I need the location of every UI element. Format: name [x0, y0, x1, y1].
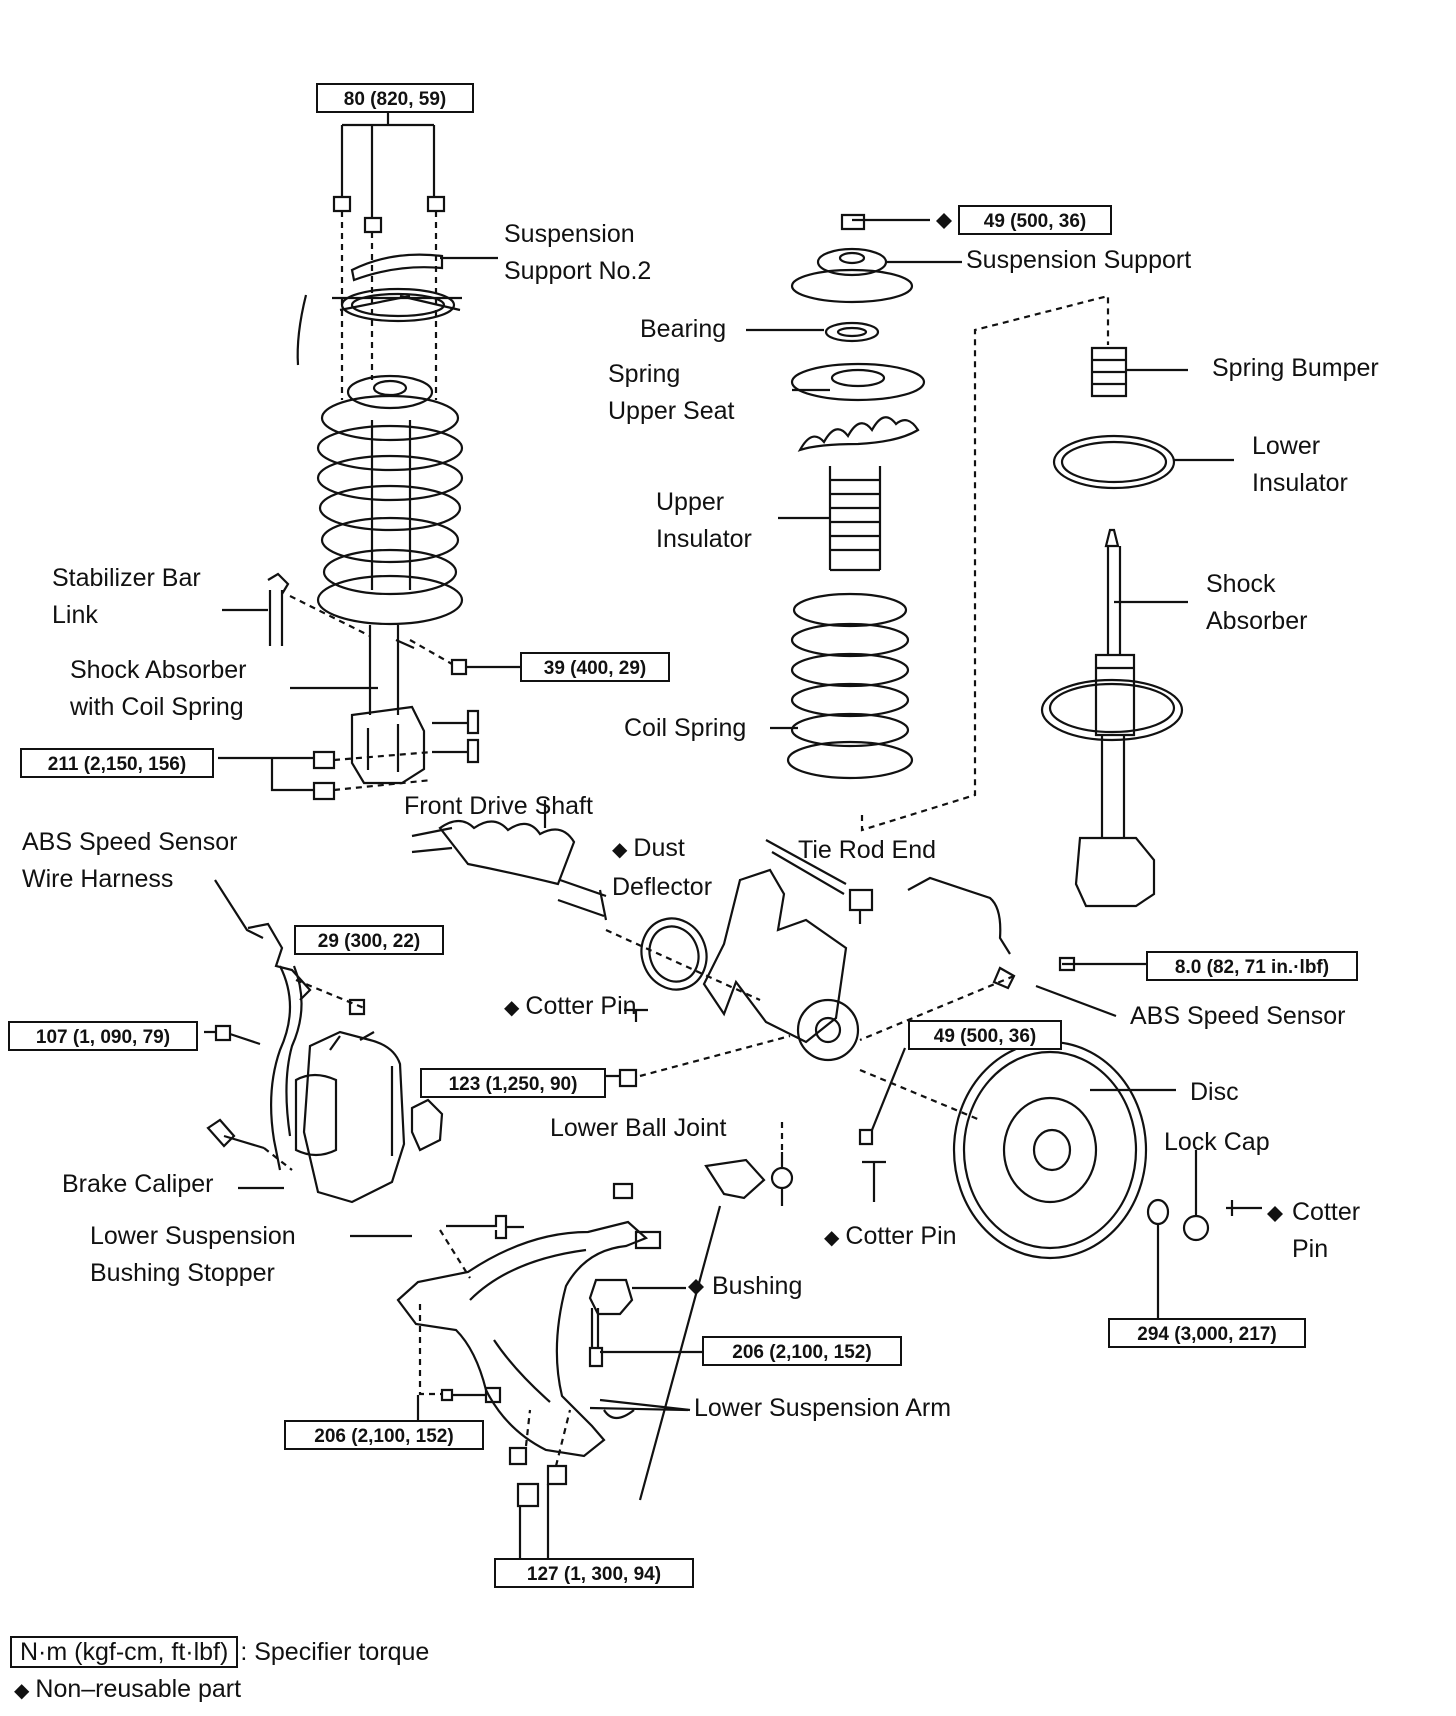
torque-box-206-left: 206 (2,100, 152): [284, 1420, 484, 1450]
torque-box-80: 80 (820, 59): [316, 83, 474, 113]
legend-torque: N·m (kgf-cm, ft·lbf): Specifier torque: [10, 1635, 429, 1669]
label-bushing: Bushing: [712, 1272, 803, 1300]
label-stabilizer-bar-link: Stabilizer Bar Link: [52, 564, 201, 629]
label-lock-cap: Lock Cap: [1164, 1128, 1270, 1156]
torque-box-107: 107 (1, 090, 79): [8, 1021, 198, 1051]
caliper-area: [204, 879, 406, 1204]
torque-box-127: 127 (1, 300, 94): [494, 1558, 694, 1588]
torque-box-49-top: 49 (500, 36): [958, 205, 1112, 235]
label-dust-deflector-text: Dust Deflector: [612, 834, 713, 901]
torque-box-29: 29 (300, 22): [294, 925, 444, 955]
label-lower-ball-joint: Lower Ball Joint: [550, 1114, 727, 1142]
label-lower-suspension-arm: Lower Suspension Arm: [694, 1394, 952, 1422]
torque-box-49-lower: 49 (500, 36): [908, 1020, 1062, 1050]
label-suspension-support-no2: Suspension Support No.2: [504, 220, 652, 285]
strut-assembly: [218, 113, 520, 801]
label-bearing: Bearing: [640, 315, 727, 343]
lower-arm: [350, 1098, 702, 1558]
label-lower-suspension-bushing-stopper: Lower Suspension Bushing Stopper: [90, 1222, 296, 1287]
label-coil-spring: Coil Spring: [624, 714, 747, 742]
diamond-icon: ◆: [504, 997, 520, 1019]
torque-box-294: 294 (3,000, 217): [1108, 1318, 1306, 1348]
legend-unit-text: : Specifier torque: [240, 1638, 430, 1666]
torque-box-123: 123 (1,250, 90): [420, 1068, 606, 1098]
legend-nonreusable: ◆Non–reusable part: [14, 1672, 241, 1708]
torque-box-206-right: 206 (2,100, 152): [702, 1336, 902, 1366]
label-suspension-support: Suspension Support: [966, 246, 1192, 274]
diamond-icon: ◆: [14, 1680, 30, 1702]
nonreusable-markers: [688, 213, 1283, 1295]
spring-components: [746, 213, 1110, 832]
label-cotter-pin-1: ◆Cotter Pin: [504, 988, 637, 1027]
label-shock-absorber: Shock Absorber: [1206, 570, 1308, 635]
label-dust-deflector: ◆Dust Deflector: [612, 830, 712, 906]
label-spring-bumper: Spring Bumper: [1212, 354, 1379, 382]
label-spring-upper-seat: Spring Upper Seat: [608, 360, 735, 425]
label-disc: Disc: [1190, 1078, 1239, 1106]
label-cotter-pin-3: Cotter Pin: [1292, 1198, 1361, 1263]
torque-box-211: 211 (2,150, 156): [20, 748, 214, 778]
right-shock: [1040, 346, 1234, 908]
torque-box-8: 8.0 (82, 71 in.·lbf): [1146, 951, 1358, 981]
label-cotter-pin-2-text: Cotter Pin: [845, 1222, 957, 1250]
label-tie-rod-end: Tie Rod End: [798, 836, 937, 864]
label-abs-speed-sensor-wire-harness: ABS Speed Sensor Wire Harness: [22, 828, 238, 893]
diamond-icon: ◆: [824, 1227, 840, 1249]
torque-box-39: 39 (400, 29): [520, 652, 670, 682]
label-brake-caliper: Brake Caliper: [62, 1170, 214, 1198]
label-shock-absorber-with-coil-spring: Shock Absorber with Coil Spring: [70, 656, 247, 721]
label-cotter-pin-1-text: Cotter Pin: [525, 992, 637, 1020]
legend-unit-box: N·m (kgf-cm, ft·lbf): [10, 1636, 239, 1668]
diamond-icon: ◆: [612, 839, 628, 861]
label-abs-speed-sensor: ABS Speed Sensor: [1130, 1002, 1346, 1030]
legend-nonreusable-text: Non–reusable part: [35, 1675, 242, 1703]
label-upper-insulator: Upper Insulator: [656, 488, 752, 553]
label-lower-insulator: Lower Insulator: [1252, 432, 1348, 497]
label-cotter-pin-2: ◆Cotter Pin: [824, 1218, 957, 1257]
label-front-drive-shaft: Front Drive Shaft: [404, 792, 593, 820]
